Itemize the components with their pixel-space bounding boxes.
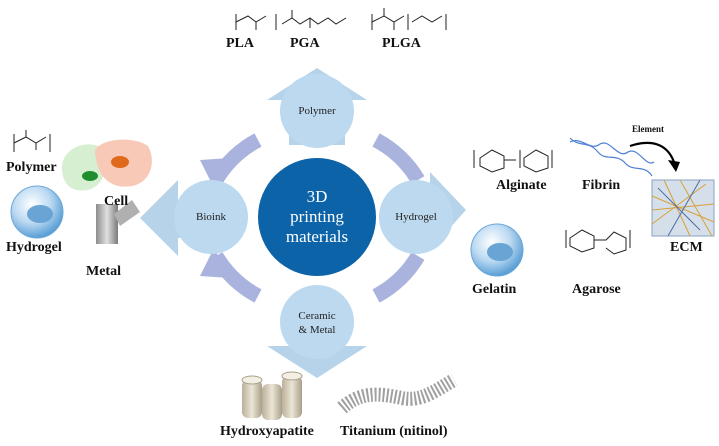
ring-arrowhead-left-bottom — [200, 248, 230, 278]
node-bioink-circle — [174, 180, 248, 254]
label-metal: Metal — [86, 264, 121, 279]
node-bioink-label: Bioink — [196, 211, 226, 223]
alginate-structure — [473, 149, 553, 173]
plga-structure — [371, 8, 447, 30]
ring-arrowhead-left-top — [200, 158, 230, 188]
pla-structure — [235, 14, 277, 30]
cell-illustration — [61, 139, 152, 191]
label-hydrogel-left: Hydrogel — [6, 240, 62, 255]
polymer-structure-left — [13, 130, 51, 152]
agarose-structure — [565, 229, 631, 255]
gelatin-core — [487, 243, 513, 261]
label-cell: Cell — [104, 194, 129, 209]
label-agarose: Agarose — [572, 282, 621, 297]
label-gelatin: Gelatin — [472, 282, 517, 297]
cell-green-nucleus — [82, 171, 98, 181]
label-pga: PGA — [290, 36, 320, 51]
node-polymer-circle — [280, 74, 354, 148]
label-plga: PLGA — [382, 36, 421, 51]
center-line1: 3D — [306, 187, 328, 206]
element-arrowhead — [668, 160, 680, 172]
node-polymer-label: Polymer — [298, 105, 336, 117]
fibrin-helix — [569, 137, 655, 177]
label-polymer-left: Polymer — [6, 160, 57, 175]
node-ceramic-circle — [280, 285, 354, 359]
pga-structure — [281, 10, 347, 28]
node-hydrogel-label: Hydrogel — [395, 211, 437, 223]
hydrogel-core-left — [27, 205, 53, 223]
element-arrow — [629, 141, 676, 163]
label-pla: PLA — [226, 36, 254, 51]
label-element: Element — [632, 124, 664, 134]
center-line3: materials — [285, 227, 349, 246]
nitinol-stent — [337, 373, 458, 414]
cell-orange-nucleus — [111, 156, 129, 168]
node-hydrogel-circle — [379, 180, 453, 254]
label-hydroxyapatite: Hydroxyapatite — [220, 424, 314, 439]
center-circle: 3D printing materials — [258, 158, 376, 276]
label-alginate: Alginate — [496, 178, 547, 193]
ecm-image — [651, 179, 715, 237]
label-ecm: ECM — [670, 240, 703, 255]
node-ceramic-line2: & Metal — [298, 324, 336, 336]
node-ceramic-line1: Ceramic — [298, 310, 336, 322]
metal-pipe — [96, 200, 140, 244]
hydroxyapatite-image — [241, 371, 303, 420]
label-titanium: Titanium (nitinol) — [340, 424, 448, 439]
node-ceramic-metal-label: Ceramic & Metal — [280, 308, 354, 338]
ring-arrowheads — [200, 158, 230, 278]
label-fibrin: Fibrin — [582, 178, 621, 193]
center-line2: printing — [290, 207, 344, 226]
